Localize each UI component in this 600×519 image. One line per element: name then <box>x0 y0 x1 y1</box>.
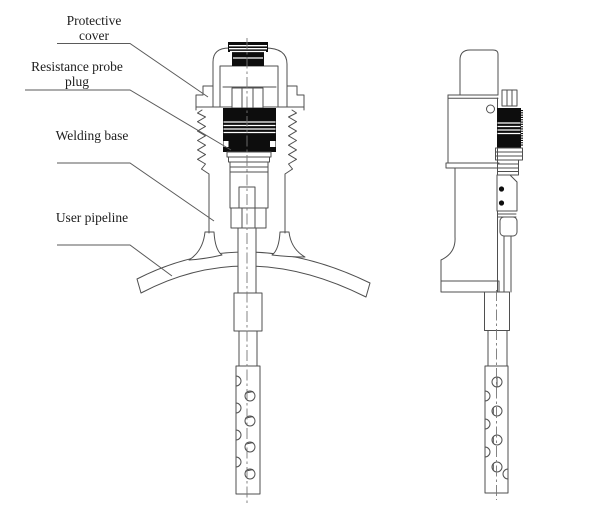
screw-dot-2 <box>498 200 505 206</box>
probe-neck <box>238 330 258 367</box>
weld-fillet-left <box>188 231 223 261</box>
probe-coupling <box>233 292 263 332</box>
leader-resistance-probe-plug <box>25 89 232 151</box>
body-detail-circle <box>486 104 495 114</box>
perforated-tip-front <box>235 365 261 495</box>
side-view <box>440 49 523 500</box>
resistance-probe-plug-shape <box>223 108 276 152</box>
plug-lower-body <box>226 151 272 209</box>
label-resistance-probe-plug: Resistance probe plug <box>25 59 232 151</box>
label-user-pipeline: User pipeline <box>56 210 173 277</box>
side-plug-flange <box>495 147 523 176</box>
hex-nut-upper <box>231 87 264 109</box>
screw-dot-1 <box>498 186 505 192</box>
side-body <box>440 49 500 293</box>
side-neck <box>487 330 508 367</box>
label-resistance-probe-plug-line2: plug <box>65 74 89 89</box>
label-protective-cover-line2: cover <box>79 28 109 43</box>
side-top-protrusion <box>459 49 499 96</box>
front-view <box>136 38 371 506</box>
side-thin-tube <box>503 235 512 293</box>
thread-right <box>288 109 297 170</box>
side-plug-black <box>497 108 521 148</box>
label-welding-base-text: Welding base <box>56 128 129 143</box>
labels: Protective cover Resistance probe plug W… <box>25 13 232 277</box>
side-rounded-nub <box>499 216 518 237</box>
connector-cap-shape <box>228 42 268 66</box>
label-welding-base: Welding base <box>56 128 215 222</box>
side-screw-block <box>496 174 518 212</box>
label-resistance-probe-plug-line1: Resistance probe <box>31 59 123 74</box>
label-user-pipeline-text: User pipeline <box>56 210 128 225</box>
label-protective-cover-line1: Protective <box>67 13 122 28</box>
side-coupling <box>484 291 510 331</box>
side-plug-knob <box>501 89 518 107</box>
leader-user-pipeline <box>57 244 173 277</box>
side-plug-assembly <box>495 89 523 293</box>
label-protective-cover: Protective cover <box>57 13 209 98</box>
leader-welding-base <box>57 162 215 222</box>
hex-nut-lower <box>230 207 267 229</box>
thread-left <box>197 109 206 170</box>
leader-protective-cover <box>57 43 209 98</box>
weld-fillet-right <box>271 231 306 258</box>
